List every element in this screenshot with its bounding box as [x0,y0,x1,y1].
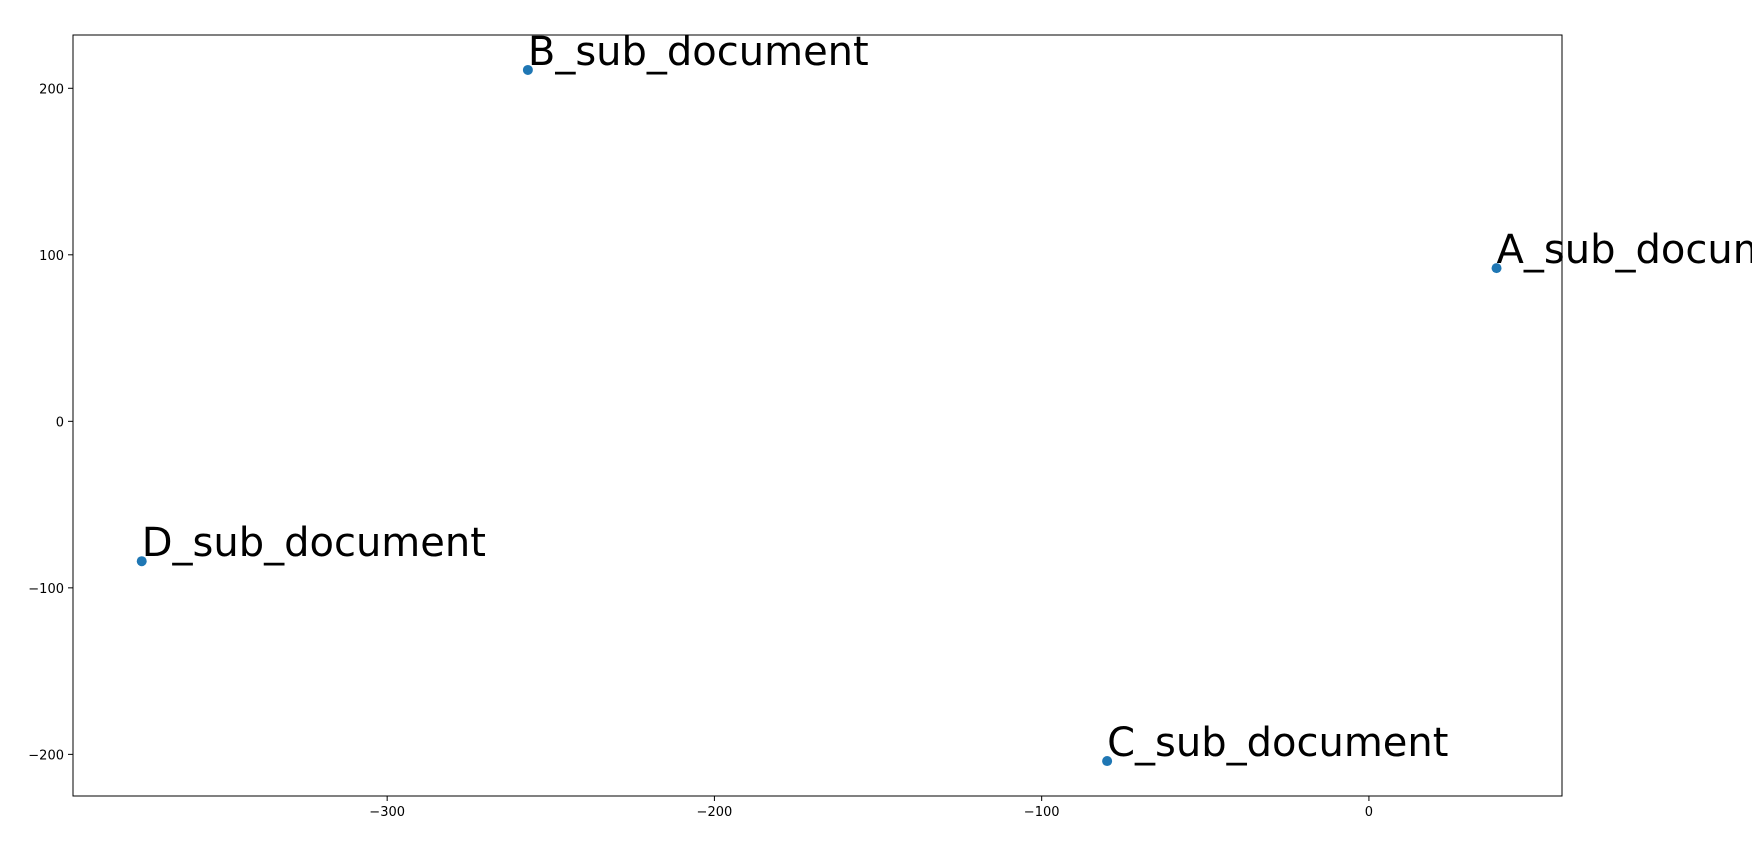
plot-area [72,34,1563,797]
data-point [522,64,533,75]
y-tick-label: −100 [28,582,64,597]
y-tick-label: −200 [28,748,64,763]
data-points: A_sub_document B_sub_documentC_sub_docume… [136,29,1752,767]
y-tick-label: 100 [39,249,64,264]
data-point [1102,756,1113,767]
point-label: C_sub_document [1107,720,1448,766]
y-tick-label: 200 [39,82,64,97]
x-tick-label: 0 [1365,805,1373,820]
x-tick-label: −100 [1024,805,1060,820]
point-label: B_sub_document [528,29,869,75]
y-tick-label: 0 [56,415,64,430]
x-tick-label: −300 [369,805,405,820]
data-point [136,556,147,567]
point-label: D_sub_document [142,520,486,566]
data-point [1491,263,1502,274]
point-label: A_sub_document [1497,227,1752,273]
y-axis: −200 −100 0 100 200 [28,82,73,763]
x-axis: −300 −200 −100 0 [369,796,1373,820]
x-tick-label: −200 [697,805,733,820]
